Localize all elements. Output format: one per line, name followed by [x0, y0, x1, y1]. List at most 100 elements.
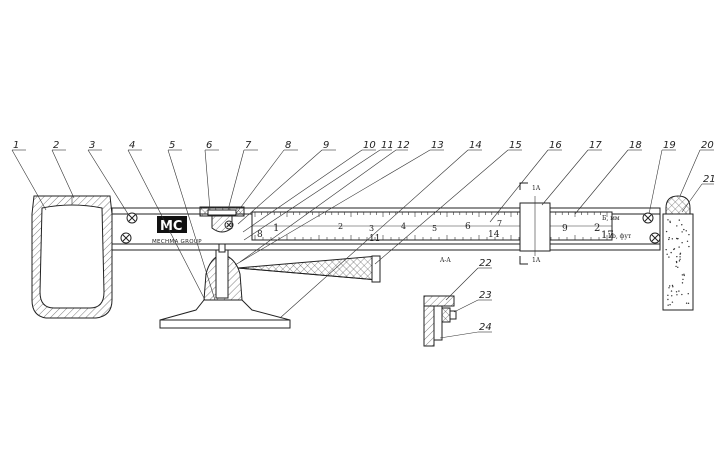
lever-wedge [237, 255, 381, 283]
callout-label-2: 2 [53, 140, 59, 151]
fill-dot [683, 228, 685, 231]
fill-dot [686, 240, 689, 242]
callout-leader [445, 267, 479, 301]
fill-dot [667, 294, 669, 297]
section-detail [423, 295, 457, 347]
callout-label-23: 23 [479, 290, 492, 301]
fill-dot [670, 290, 673, 292]
end-cap [662, 195, 694, 311]
callout-label-1: 1 [13, 140, 19, 151]
fill-dot [671, 295, 673, 297]
svg-text:1A: 1A [532, 257, 541, 264]
callout-label-11: 11 [381, 140, 394, 151]
callout-leader [439, 331, 479, 339]
fill-dot [671, 301, 674, 303]
callout-label-20: 20 [701, 140, 714, 151]
scale-unit-lower: Lb, фут [608, 233, 632, 240]
scale-ticks-upper [254, 212, 608, 217]
fill-dot [675, 260, 678, 263]
scale-upper-2: 2 [338, 222, 343, 231]
scale-upper-4: 4 [401, 222, 406, 231]
fill-dot [669, 220, 671, 222]
callout-label-24: 24 [479, 322, 492, 333]
fill-dot [681, 282, 684, 284]
fill-dot [682, 278, 684, 281]
callout-leader [574, 149, 629, 215]
fill-dot [688, 233, 690, 236]
fill-dot [668, 256, 670, 258]
fill-dot [670, 251, 672, 254]
callout-label-3: 3 [89, 140, 95, 151]
fill-dot [671, 238, 674, 240]
callout-leader [279, 149, 469, 319]
scale-lower-8: 8 [257, 230, 263, 240]
fill-dot [681, 242, 683, 244]
scale-lower-11: 11 [369, 234, 380, 244]
fill-dot [678, 246, 680, 248]
section-flag-top: 1A [519, 182, 541, 192]
scale-upper-end: 2 [594, 223, 600, 234]
fill-dot [666, 253, 668, 255]
scale-upper-9: 9 [562, 224, 568, 234]
scale-lower-14: 14 [488, 230, 500, 240]
fill-dot [678, 290, 680, 292]
callout-leader [234, 149, 285, 216]
fill-dot [665, 248, 667, 251]
scale-upper-6: 6 [465, 222, 471, 232]
callout-leader [11, 149, 47, 211]
callout-leader [242, 149, 363, 233]
fill-dot [668, 238, 670, 241]
fill-dot [678, 260, 681, 262]
fill-dot [673, 248, 675, 251]
fill-dot [681, 274, 684, 276]
callout-label-15: 15 [509, 140, 522, 151]
callout-leader [87, 149, 129, 215]
scale-strip [251, 211, 613, 241]
fill-dot [668, 237, 670, 239]
fill-dot [672, 286, 674, 288]
callout-label-21: 21 [703, 174, 716, 185]
callout-leader [541, 149, 589, 206]
section-mark: A-A [439, 257, 451, 264]
mc-logo: MC MECHMA GROUP [152, 216, 202, 245]
fill-dot [687, 302, 690, 305]
slider-block [519, 196, 551, 256]
callout-label-14: 14 [469, 140, 482, 151]
callout-leader [648, 149, 663, 215]
fill-dot [683, 273, 685, 276]
callout-leader [489, 149, 549, 223]
scale-lower-17: 17 [601, 230, 614, 241]
fill-dot [683, 274, 685, 277]
fill-dot [676, 255, 678, 258]
callout-label-6: 6 [206, 140, 212, 151]
callout-label-4: 4 [129, 140, 135, 151]
callout-leader [127, 149, 206, 301]
fill-dot [675, 265, 677, 268]
callout-label-19: 19 [663, 140, 676, 151]
callout-label-8: 8 [285, 140, 291, 151]
callout-leader [679, 149, 701, 197]
fill-dot [679, 252, 682, 255]
fill-dot [668, 287, 670, 289]
scale-upper-1: 1 [273, 223, 279, 234]
fill-dot [677, 266, 679, 269]
fill-dot [671, 284, 674, 287]
fill-dot [676, 238, 678, 240]
svg-text:1A: 1A [532, 185, 541, 192]
logo-text: MC [160, 219, 182, 234]
dotted-fill [665, 219, 690, 306]
callout-leader [167, 149, 216, 301]
fill-dot [676, 225, 678, 227]
fill-dot [687, 293, 689, 295]
fill-dot [667, 298, 669, 301]
scale-unit-upper: Б, мм [602, 215, 620, 222]
fill-dot [678, 219, 681, 221]
fill-dot [669, 221, 671, 224]
fill-dot [679, 256, 681, 258]
callout-leader [234, 149, 431, 266]
logo-company: MECHMA GROUP [152, 239, 202, 245]
scale-upper-5: 5 [432, 224, 437, 233]
fill-dot [665, 230, 668, 233]
